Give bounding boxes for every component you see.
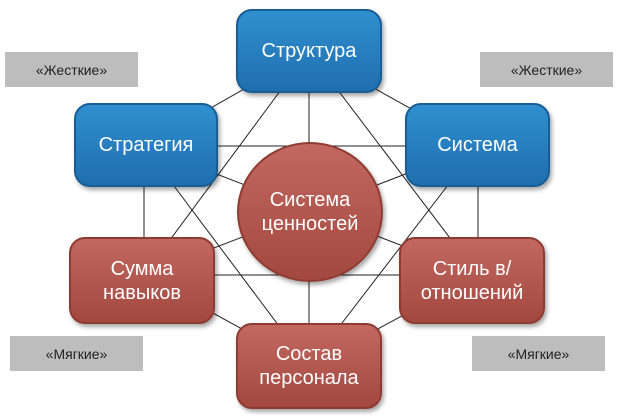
node-values: Система ценностей [237,142,383,282]
hard-label-right: «Жесткие» [480,52,613,87]
node-style: Стиль в/ отношений [399,237,545,324]
hard-label-left: «Жесткие» [5,52,138,87]
node-skills: Сумма навыков [69,237,215,324]
soft-label-right: «Мягкие» [472,336,605,371]
node-structure: Структура [236,9,382,93]
soft-label-left: «Мягкие» [10,336,143,371]
node-system: Система [405,103,550,187]
node-strategy: Стратегия [74,103,218,187]
node-staff: Состав персонала [236,323,382,409]
